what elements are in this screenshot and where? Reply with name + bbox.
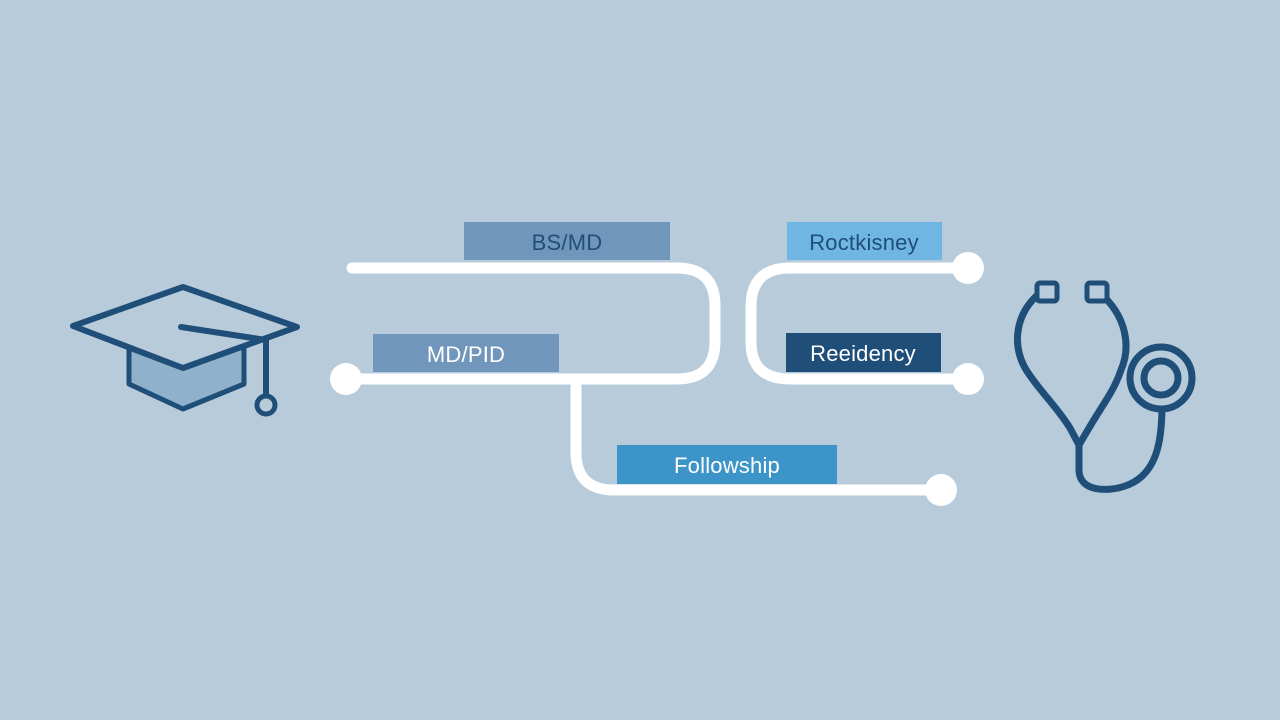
- stethoscope-icon: [1014, 280, 1196, 493]
- label-residency-dark: Reeidency: [786, 333, 941, 372]
- label-bsmd: BS/MD: [464, 222, 670, 260]
- label-residency-dark-text: Reeidency: [810, 341, 916, 366]
- pathway-nodes: [330, 252, 984, 506]
- path-fellowship: [570, 374, 946, 496]
- end-node-residency-bottom: [952, 363, 984, 395]
- end-node-residency-top: [952, 252, 984, 284]
- label-fellowship-text: Followship: [674, 453, 780, 478]
- label-residency-light-text: Roctkisney: [809, 230, 919, 255]
- end-node-fellowship: [925, 474, 957, 506]
- start-node: [330, 363, 362, 395]
- label-mdphd: MD/PID: [373, 334, 559, 372]
- path-residency: [745, 262, 973, 385]
- graduation-cap-icon: [70, 284, 300, 417]
- label-bsmd-text: BS/MD: [532, 230, 603, 255]
- path-bsmd: [340, 262, 721, 385]
- label-residency-light: Roctkisney: [787, 222, 942, 260]
- label-fellowship: Followship: [617, 445, 837, 484]
- label-mdphd-text: MD/PID: [427, 342, 505, 367]
- pathway-lines: [340, 262, 973, 496]
